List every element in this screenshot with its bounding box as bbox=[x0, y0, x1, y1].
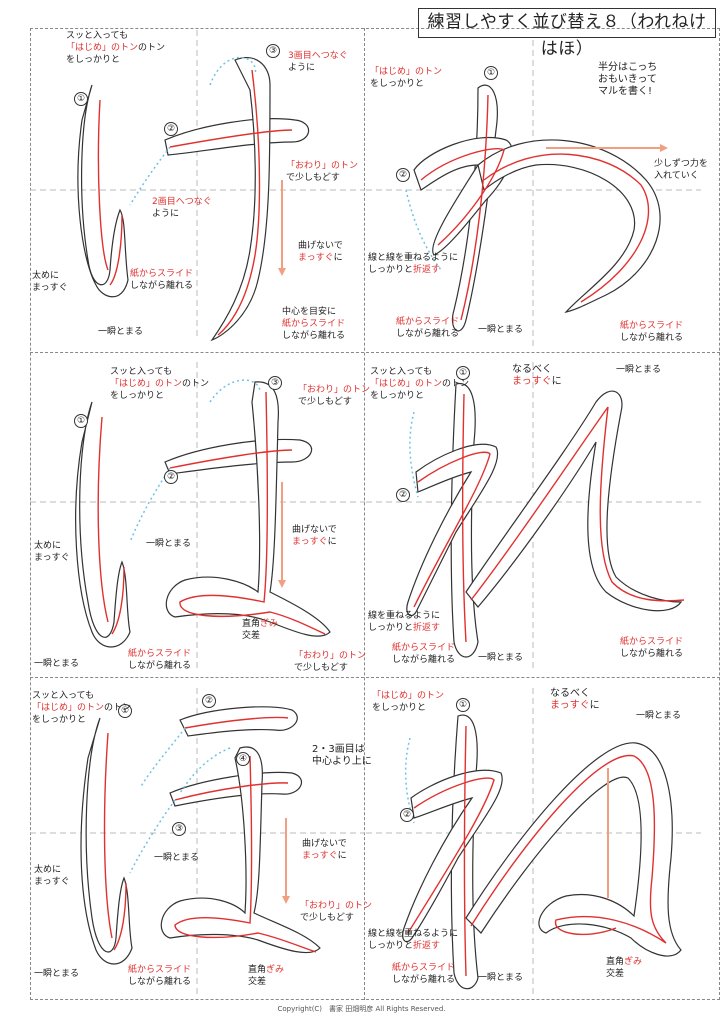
annotation: 直角ぎみ 交差 bbox=[606, 957, 643, 979]
character-ha bbox=[30, 362, 365, 672]
annotation: 一瞬とまる bbox=[478, 653, 524, 663]
annotation: 線を重ねるように しっかりと折返す bbox=[368, 611, 441, 633]
annotation: スッと入っても 「はじめ」のトンのトン をしっかりと bbox=[370, 367, 470, 401]
annotation: 直角ぎみ 交差 bbox=[242, 619, 279, 641]
annotation: スッと入っても 「はじめ」のトンのトン をしっかりと bbox=[66, 31, 166, 65]
stroke-number: ③ bbox=[268, 376, 282, 390]
annotation: 紙からスライド しながら離れる bbox=[392, 963, 456, 985]
stroke-number: ④ bbox=[236, 752, 250, 766]
annotation: 紙からスライド しながら離れる bbox=[130, 269, 194, 291]
annotation: なるべく まっすぐに bbox=[550, 688, 600, 711]
annotation: 一瞬とまる bbox=[636, 711, 682, 721]
annotation: 半分はこっち おもいきって マルを書く! bbox=[598, 62, 658, 97]
annotation: 一瞬とまる bbox=[34, 969, 80, 979]
cell-ke: ① ② ③ スッと入っても 「はじめ」のトンのトン をしっかりと 3画目へつなぐ… bbox=[30, 30, 365, 342]
cell-ne: ① ② 「はじめ」のトン をしっかりと なるべく まっすぐに 一瞬とまる 線と線… bbox=[366, 688, 701, 998]
character-ho bbox=[30, 688, 365, 998]
page-title: 練習しやすく並び替え８（われねけはほ） bbox=[418, 8, 716, 59]
cell-re: ① ② スッと入っても 「はじめ」のトンのトン をしっかりと なるべく まっすぐ… bbox=[366, 362, 701, 672]
stroke-number: ① bbox=[484, 66, 498, 80]
annotation: 3画目へつなぐ ように bbox=[288, 51, 348, 73]
character-ke bbox=[30, 30, 365, 342]
annotation: 紙からスライド しながら離れる bbox=[396, 317, 460, 339]
annotation: スッと入っても 「はじめ」のトンのトン をしっかりと bbox=[110, 367, 210, 401]
annotation: 少しずつ力を 入れていく bbox=[654, 159, 708, 181]
stroke-number: ③ bbox=[266, 44, 280, 58]
annotation: 紙からスライド しながら離れる bbox=[128, 649, 192, 671]
annotation: 一瞬とまる bbox=[616, 365, 662, 375]
annotation: 「はじめ」のトン をしっかりと bbox=[370, 67, 443, 89]
character-re bbox=[366, 362, 701, 672]
stroke-number: ② bbox=[164, 122, 178, 136]
cell-ha: ① ② ③ スッと入っても 「はじめ」のトンのトン をしっかりと 「おわり」のト… bbox=[30, 362, 370, 673]
annotation: 「はじめ」のトン をしっかりと bbox=[372, 691, 445, 713]
stroke-number: ② bbox=[400, 808, 414, 822]
annotation: 2・3画目は 中心より上に bbox=[312, 744, 372, 767]
annotation: 紙からスライド しながら離れる bbox=[620, 637, 684, 659]
annotation: なるべく まっすぐに bbox=[512, 364, 562, 387]
annotation: 紙からスライド しながら離れる bbox=[392, 643, 456, 665]
stroke-number: ① bbox=[118, 704, 132, 718]
annotation: 紙からスライド しながら離れる bbox=[620, 321, 684, 343]
annotation: 「おわり」のトン で少しもどす bbox=[300, 901, 373, 923]
cell-wa: ① ② 「はじめ」のトン をしっかりと 半分はこっち おもいきって マルを書く!… bbox=[366, 40, 708, 350]
copyright-footer: Copyright(C) 書家 田畑明彦 All Rights Reserved… bbox=[277, 1005, 446, 1013]
stroke-number: ② bbox=[396, 488, 410, 502]
annotation: 一瞬とまる bbox=[34, 659, 80, 669]
character-ne bbox=[366, 688, 701, 998]
annotation: 一瞬とまる bbox=[478, 973, 524, 983]
annotation: 「おわり」のトン で少しもどす bbox=[298, 385, 371, 407]
annotation: 太めに まっすぐ bbox=[34, 865, 70, 887]
stroke-number: ① bbox=[456, 698, 470, 712]
character-wa bbox=[366, 40, 701, 350]
annotation: 曲げないで まっすぐに bbox=[302, 839, 347, 861]
annotation: 一瞬とまる bbox=[478, 325, 524, 335]
stroke-number: ① bbox=[456, 366, 470, 380]
stroke-number: ① bbox=[74, 92, 88, 106]
annotation: 一瞬とまる bbox=[154, 853, 200, 863]
stroke-number: ③ bbox=[172, 822, 186, 836]
annotation: 直角ぎみ 交差 bbox=[248, 965, 285, 987]
stroke-number: ② bbox=[202, 694, 216, 708]
annotation: 「おわり」のトン で少しもどす bbox=[294, 651, 367, 673]
annotation: 線と線を重ねるように しっかりと折返す bbox=[368, 929, 459, 951]
annotation: 線と線を重ねるように しっかりと折返す bbox=[368, 253, 459, 275]
row-divider bbox=[30, 677, 720, 678]
practice-sheet-border bbox=[30, 28, 720, 1000]
row-divider bbox=[30, 352, 720, 353]
annotation: 一瞬とまる bbox=[146, 539, 192, 549]
cell-ho: ① ② ③ ④ スッと入っても 「はじめ」のトンのトン をしっかりと 2・3画目… bbox=[30, 688, 372, 998]
stroke-number: ① bbox=[74, 414, 88, 428]
annotation: 「おわり」のトン で少しもどす bbox=[286, 161, 359, 183]
annotation: 2画目へつなぐ ように bbox=[152, 197, 212, 219]
annotation: 一瞬とまる bbox=[98, 327, 144, 337]
annotation: 太めに まっすぐ bbox=[34, 541, 70, 563]
annotation: スッと入っても 「はじめ」のトンのトン をしっかりと bbox=[32, 691, 132, 725]
annotation: 中心を目安に 紙からスライド しながら離れる bbox=[282, 307, 346, 341]
annotation: 曲げないで まっすぐに bbox=[298, 241, 343, 263]
annotation: 太めに まっすぐ bbox=[32, 271, 68, 293]
stroke-number: ② bbox=[396, 168, 410, 182]
stroke-number: ② bbox=[164, 470, 178, 484]
annotation: 曲げないで まっすぐに bbox=[292, 525, 337, 547]
annotation: 紙からスライド しながら離れる bbox=[128, 965, 192, 987]
column-divider bbox=[364, 28, 365, 1000]
